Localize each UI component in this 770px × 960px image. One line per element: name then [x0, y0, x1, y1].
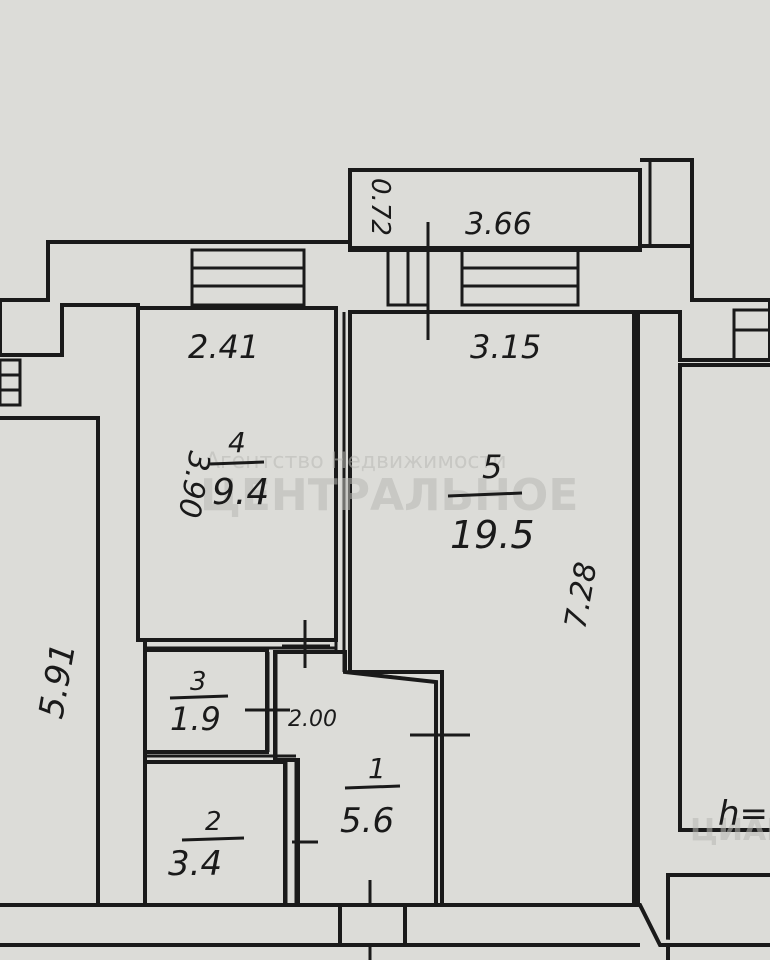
room-3-label: 3 1.9	[169, 667, 229, 738]
balcony-depth-label: 0.72	[365, 178, 395, 236]
room-2-area: 3.4	[168, 844, 222, 884]
watermark-line2: ЦЕНТРАЛЬНОЕ	[200, 470, 578, 521]
room-5-label: 5 19.5	[447, 448, 535, 557]
watermark: Агентство Недвижимости ЦЕНТРАЛЬНОЕ ЦИАН	[200, 449, 770, 848]
room-outlines	[136, 306, 636, 907]
room4-width-label: 2.41	[188, 328, 259, 366]
right-flat	[666, 363, 770, 960]
room-2-label: 2 3.4	[168, 807, 245, 884]
watermark-corner: ЦИАН	[690, 813, 770, 848]
room-4-label: 4 9.4	[209, 426, 269, 513]
room-3-area: 1.9	[170, 700, 221, 738]
room-3-number: 3	[190, 667, 207, 697]
room-5-area: 19.5	[450, 513, 535, 557]
windows	[0, 248, 770, 407]
room5-width-label: 3.15	[470, 328, 541, 366]
balcony	[348, 158, 694, 300]
room-1-number: 1	[368, 752, 386, 785]
bottom-wall	[0, 903, 770, 947]
room-5-number: 5	[482, 448, 502, 486]
room-1-area: 5.6	[340, 801, 394, 841]
balcony-width-label: 3.66	[465, 207, 532, 242]
right-flat-label: h=	[718, 794, 768, 834]
room-4-number: 4	[228, 426, 246, 459]
room-2-number: 2	[205, 807, 222, 837]
room-1-label: 1 5.6	[340, 752, 401, 841]
room-4-area: 9.4	[212, 472, 269, 513]
corridor-width-label: 2.00	[288, 707, 337, 732]
